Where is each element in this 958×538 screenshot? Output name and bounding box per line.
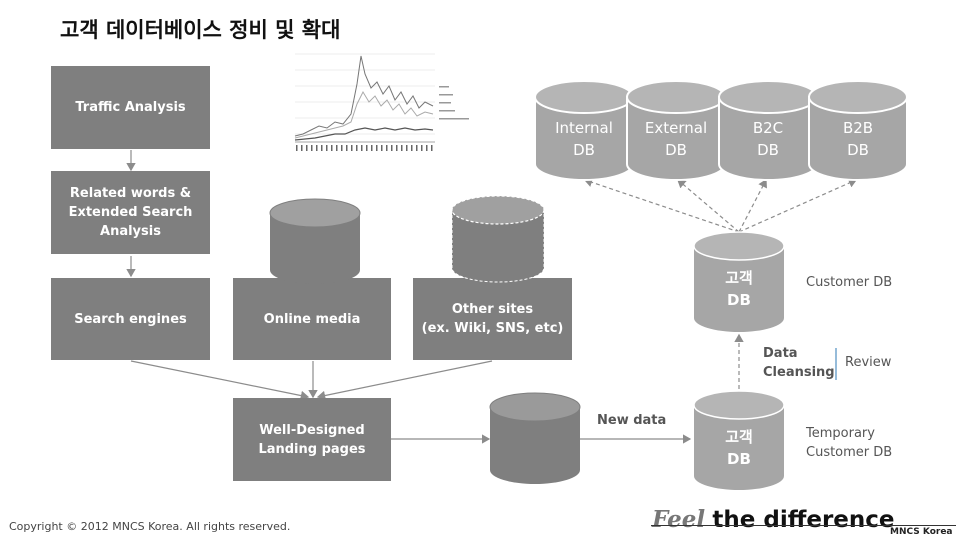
b2b-db-label: B2B DB	[842, 119, 874, 159]
arrow-to-external	[677, 179, 740, 233]
internal-db-label: Internal DB	[555, 119, 613, 159]
online-media-box: Online media	[233, 278, 391, 360]
temporary-db-label: 고객 DB	[725, 428, 753, 468]
tagline-feel: Feel	[652, 506, 706, 533]
external-db-label: External DB	[644, 119, 708, 159]
new-data-storage-cylinder	[489, 392, 581, 484]
chart-legend-markers	[439, 86, 469, 120]
brand-name: MNCS Korea	[890, 527, 953, 537]
internal-db-cylinder	[534, 80, 634, 181]
search-engines-box: Search engines	[51, 278, 210, 360]
other-sites-box: Other sites (ex. Wiki, SNS, etc)	[413, 278, 572, 360]
other-sites-cylinder	[451, 195, 545, 283]
traffic-analysis-box: Traffic Analysis	[51, 66, 210, 149]
arrow-to-internal	[583, 177, 740, 233]
landing-pages-box: Well-Designed Landing pages	[233, 398, 391, 481]
review-label: Review	[845, 355, 892, 370]
data-cleansing-label: Data Cleansing	[763, 346, 835, 380]
related-words-box: Related words & Extended Search Analysis	[51, 171, 210, 254]
tagline-difference: the difference	[712, 507, 895, 533]
arrow-to-b2c	[738, 178, 767, 233]
b2c-db-label: B2C DB	[752, 119, 784, 159]
arrow-to-b2b	[738, 178, 858, 233]
arrow-search-to-landing	[130, 360, 310, 401]
b2b-db-cylinder	[808, 80, 908, 181]
footer-divider	[651, 525, 956, 526]
tagline: Feel the difference	[652, 506, 895, 533]
temporary-db-caption: Temporary Customer DB	[806, 426, 893, 460]
new-data-label: New data	[597, 413, 667, 428]
customer-db-cylinder	[693, 231, 785, 332]
traffic-chart-image	[294, 53, 469, 154]
online-media-cylinder	[269, 198, 361, 284]
customer-db-label: 고객 DB	[725, 269, 753, 309]
customer-db-caption: Customer DB	[806, 275, 893, 290]
arrow-other-to-landing	[316, 360, 493, 401]
temporary-db-cylinder	[693, 390, 785, 490]
slide-title: 고객 데이터베이스 정비 및 확대	[60, 18, 341, 42]
traffic-chart-thumbnail	[285, 44, 490, 160]
copyright-text: Copyright © 2012 MNCS Korea. All rights …	[9, 520, 291, 533]
